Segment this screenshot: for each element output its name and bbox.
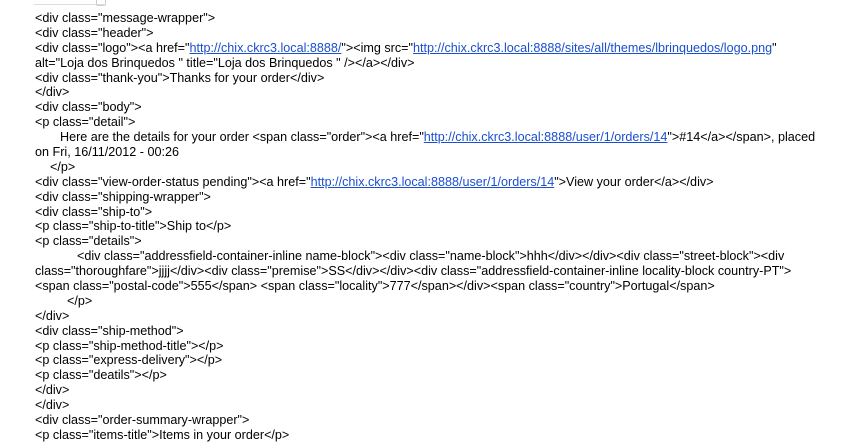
text-segment: " bbox=[772, 40, 777, 55]
text-segment: <div class="logo"><a href=" bbox=[35, 40, 190, 55]
text-line: <div class="body"> bbox=[35, 100, 815, 115]
text-line: <p class="ship-method-title"></p> bbox=[35, 339, 815, 354]
text-line: <div class="ship-method"> bbox=[35, 324, 815, 339]
text-segment: Here are the details for your order <spa… bbox=[60, 130, 424, 145]
text-line: <div class="message-wrapper"> bbox=[35, 11, 815, 26]
text-segment: <div class="ship-method"> bbox=[35, 323, 184, 338]
text-segment: <p class="items-title">Items in your ord… bbox=[35, 427, 290, 442]
text-line: <div class="order-summary-wrapper"> bbox=[35, 413, 815, 428]
text-line: <span class="postal-code">555</span> <sp… bbox=[35, 279, 815, 294]
text-line: <div class="addressfield-container-inlin… bbox=[35, 249, 815, 264]
text-segment: ">View your order</a></div> bbox=[554, 174, 714, 189]
text-segment: "><img src=" bbox=[341, 40, 413, 55]
text-line: <p class="express-delivery"></p> bbox=[35, 353, 815, 368]
text-segment: <p class="detail"> bbox=[35, 115, 136, 130]
text-line: </div> bbox=[35, 309, 815, 324]
text-segment: </p> bbox=[67, 293, 93, 308]
text-line: <p class="ship-to-title">Ship to</p> bbox=[35, 219, 815, 234]
url-link[interactable]: http://chix.ckrc3.local:8888/user/1/orde… bbox=[310, 174, 555, 189]
text-segment: </div> bbox=[35, 85, 70, 100]
text-segment: <div class="view-order-status pending"><… bbox=[35, 174, 311, 189]
text-segment: <p class="details"> bbox=[35, 234, 142, 249]
text-line: </p> bbox=[35, 160, 815, 175]
text-segment: <p class="ship-to-title">Ship to</p> bbox=[35, 219, 232, 234]
text-segment: <div class="addressfield-container-inlin… bbox=[77, 249, 785, 264]
text-line: <div class="logo"><a href="http://chix.c… bbox=[35, 41, 815, 56]
url-link[interactable]: http://chix.ckrc3.local:8888/sites/all/t… bbox=[413, 40, 773, 55]
text-line: </div> bbox=[35, 85, 815, 100]
text-segment: class="thoroughfare">jjjj</div><div clas… bbox=[35, 264, 792, 279]
text-line: </div> bbox=[35, 398, 815, 413]
text-segment: </p> bbox=[50, 159, 76, 174]
text-line: <div class="header"> bbox=[35, 26, 815, 41]
text-line: </div> bbox=[35, 383, 815, 398]
text-segment: on Fri, 16/11/2012 - 00:26 bbox=[35, 145, 179, 160]
text-line: on Fri, 16/11/2012 - 00:26 bbox=[35, 145, 815, 160]
text-segment: <div class="order-summary-wrapper"> bbox=[35, 413, 250, 428]
text-segment: alt="Loja dos Brinquedos " title="Loja d… bbox=[35, 55, 415, 70]
text-line: alt="Loja dos Brinquedos " title="Loja d… bbox=[35, 56, 815, 71]
toolbar-button-edge bbox=[96, 0, 106, 6]
url-link[interactable]: http://chix.ckrc3.local:8888/ bbox=[189, 40, 342, 55]
text-segment: <span class="postal-code">555</span> <sp… bbox=[35, 279, 715, 294]
text-line: <p class="items-title">Items in your ord… bbox=[35, 428, 815, 443]
text-line: <div class="shipping-wrapper"> bbox=[35, 190, 815, 205]
text-line: </p> bbox=[35, 294, 815, 309]
text-line: <div class="thank-you">Thanks for your o… bbox=[35, 71, 815, 86]
toolbar-edge bbox=[34, 0, 104, 5]
text-line: <p class="details"> bbox=[35, 234, 815, 249]
text-segment: <div class="ship-to"> bbox=[35, 204, 153, 219]
text-line: <p class="deatils"></p> bbox=[35, 368, 815, 383]
text-segment: <div class="body"> bbox=[35, 100, 142, 115]
text-line: class="thoroughfare">jjjj</div><div clas… bbox=[35, 264, 815, 279]
text-segment: <p class="ship-method-title"></p> bbox=[35, 338, 224, 353]
text-segment: </div> bbox=[35, 308, 70, 323]
text-line: Here are the details for your order <spa… bbox=[35, 130, 815, 145]
text-segment: </div> bbox=[35, 398, 70, 413]
text-segment: </div> bbox=[35, 383, 70, 398]
text-segment: <p class="deatils"></p> bbox=[35, 368, 167, 383]
text-segment: <p class="express-delivery"></p> bbox=[35, 353, 223, 368]
text-line: <p class="detail"> bbox=[35, 115, 815, 130]
text-line: <div class="ship-to"> bbox=[35, 205, 815, 220]
url-link[interactable]: http://chix.ckrc3.local:8888/user/1/orde… bbox=[423, 130, 668, 145]
text-segment: <div class="message-wrapper"> bbox=[35, 11, 216, 25]
text-segment: <div class="header"> bbox=[35, 25, 154, 40]
text-segment: <div class="shipping-wrapper"> bbox=[35, 189, 211, 204]
text-segment: ">#14</a></span>, placed bbox=[667, 130, 816, 145]
text-line: <div class="view-order-status pending"><… bbox=[35, 175, 815, 190]
email-body-raw-html: <div class="message-wrapper"><div class=… bbox=[35, 11, 815, 443]
text-segment: <div class="thank-you">Thanks for your o… bbox=[35, 70, 325, 85]
